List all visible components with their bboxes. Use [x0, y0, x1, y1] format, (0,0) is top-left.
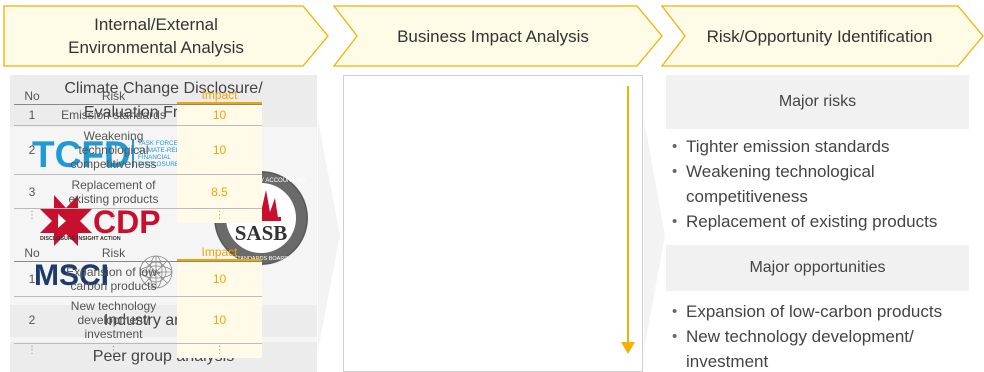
row-risk: Weakening technological competitiveness: [70, 129, 157, 171]
cdp-sub: DISCLOSURE INSIGHT ACTION: [40, 236, 121, 242]
header-no: No: [24, 245, 40, 260]
row-no: 1: [28, 272, 36, 286]
impact-table-panel: [343, 75, 643, 372]
ellipsis-icon: ⋮: [177, 344, 262, 358]
tcfd-divider: [132, 139, 134, 167]
tcfd-sub-4: DISCLOSURES: [138, 161, 183, 168]
opportunity-impact-table: No Risk Impact 1 Expansion of low- carbo…: [14, 244, 262, 358]
stage-arrow-shape: [661, 5, 984, 67]
row-no: 2: [28, 313, 36, 327]
header-impact: Impact: [177, 244, 262, 261]
header-no: No: [24, 88, 40, 103]
table-continuation-row: ⋮ ⋮ ⋮: [14, 344, 262, 358]
major-opportunities-title: Major opportunities: [749, 259, 886, 276]
stage-arrow-shape: [333, 5, 663, 67]
row-impact: 8.5: [177, 175, 262, 208]
major-risks-header: Major risks: [666, 75, 969, 129]
table-row: 3 Replacement of existing products 8.5: [14, 175, 262, 209]
stage-arrow-shape: [3, 5, 329, 67]
row-no: 2: [28, 143, 36, 157]
row-no: 3: [28, 184, 36, 199]
ellipsis-icon: ⋮: [177, 209, 262, 223]
header-risk: Risk: [101, 245, 126, 260]
tcfd-wordmark: TCFD: [32, 134, 131, 175]
msci-wordmark: MSCI: [34, 259, 109, 292]
ellipsis-icon: ⋮: [108, 210, 119, 221]
row-risk: Emission standards: [61, 108, 166, 122]
header-impact: Impact: [177, 87, 262, 104]
cdp-wordmark: CDP: [93, 204, 161, 240]
header-risk: Risk: [101, 88, 126, 103]
table-continuation-row: ⋮ ⋮ ⋮: [14, 209, 262, 223]
row-no: 1: [28, 108, 36, 122]
tcfd-logo: TCFD TASK FORCE ON CLIMATE-RELATED FINAN…: [32, 134, 196, 175]
stage-label: Business Impact Analysis: [397, 26, 589, 46]
table-row: 1 Expansion of low- carbon products 10: [14, 262, 262, 297]
stage-environmental-analysis: Internal/External Environmental Analysis: [3, 5, 329, 67]
sasb-wordmark: SASB: [235, 221, 288, 245]
impact-descending-arrow-line: [627, 86, 629, 346]
stage-label: Internal/External Environmental Analysis: [68, 15, 244, 57]
msci-logo: MSCI: [34, 255, 173, 292]
row-impact: 10: [177, 126, 262, 174]
stage-risk-identification: Risk/Opportunity Identification: [661, 5, 984, 67]
table-row: 1 Emission standards 10: [14, 105, 262, 126]
stage-label: Risk/Opportunity Identification: [706, 26, 933, 46]
major-risks-list: Tighter emission standards Weakening tec…: [672, 134, 977, 234]
tcfd-sub-3: FINANCIAL: [138, 154, 171, 161]
impact-arrow-head-icon: [621, 342, 635, 354]
cdp-mark-icon: [40, 195, 92, 246]
row-risk: Expansion of low- carbon products: [66, 265, 161, 293]
flow-chevron-1: [318, 120, 340, 350]
sasb-red-burst: [243, 190, 278, 218]
major-risks-title: Major risks: [778, 93, 857, 110]
table-row: 2 Weakening technological competitivenes…: [14, 126, 262, 175]
peer-group-box: Peer group analysis: [10, 342, 317, 372]
tcfd-sub-2: CLIMATE-RELATED: [138, 147, 196, 154]
tcfd-sub-1: TASK FORCE ON: [138, 140, 189, 147]
list-item: Expansion of low-carbon products: [672, 299, 977, 324]
ellipsis-icon: ⋮: [108, 345, 119, 356]
major-opportunities-header: Major opportunities: [666, 245, 969, 291]
stage-business-impact: Business Impact Analysis: [333, 5, 663, 67]
table-header-row: No Risk Impact: [14, 244, 262, 262]
table-row: 2 New technology development/ investment…: [14, 297, 262, 344]
cdp-logo: CDP DISCLOSURE INSIGHT ACTION: [40, 195, 161, 246]
list-item: Tighter emission standards: [672, 134, 977, 159]
row-impact: 10: [177, 297, 262, 343]
table-header-row: No Risk Impact: [14, 87, 262, 105]
list-item: Replacement of existing products: [672, 209, 977, 234]
row-risk: Replacement of existing products: [68, 177, 159, 206]
major-opportunities-list: Expansion of low-carbon products New tec…: [672, 299, 977, 372]
ellipsis-icon: ⋮: [27, 210, 37, 221]
row-impact: 10: [177, 105, 262, 125]
list-item: New technology development/ investment: [672, 324, 977, 372]
risk-impact-table: No Risk Impact 1 Emission standards 10 2…: [14, 87, 262, 223]
ellipsis-icon: ⋮: [27, 345, 37, 356]
list-item: Weakening technological competitiveness: [672, 159, 977, 209]
flow-chevron-2: [644, 120, 665, 350]
row-impact: 10: [177, 262, 262, 296]
row-risk: New technology development/ investment: [70, 299, 157, 341]
